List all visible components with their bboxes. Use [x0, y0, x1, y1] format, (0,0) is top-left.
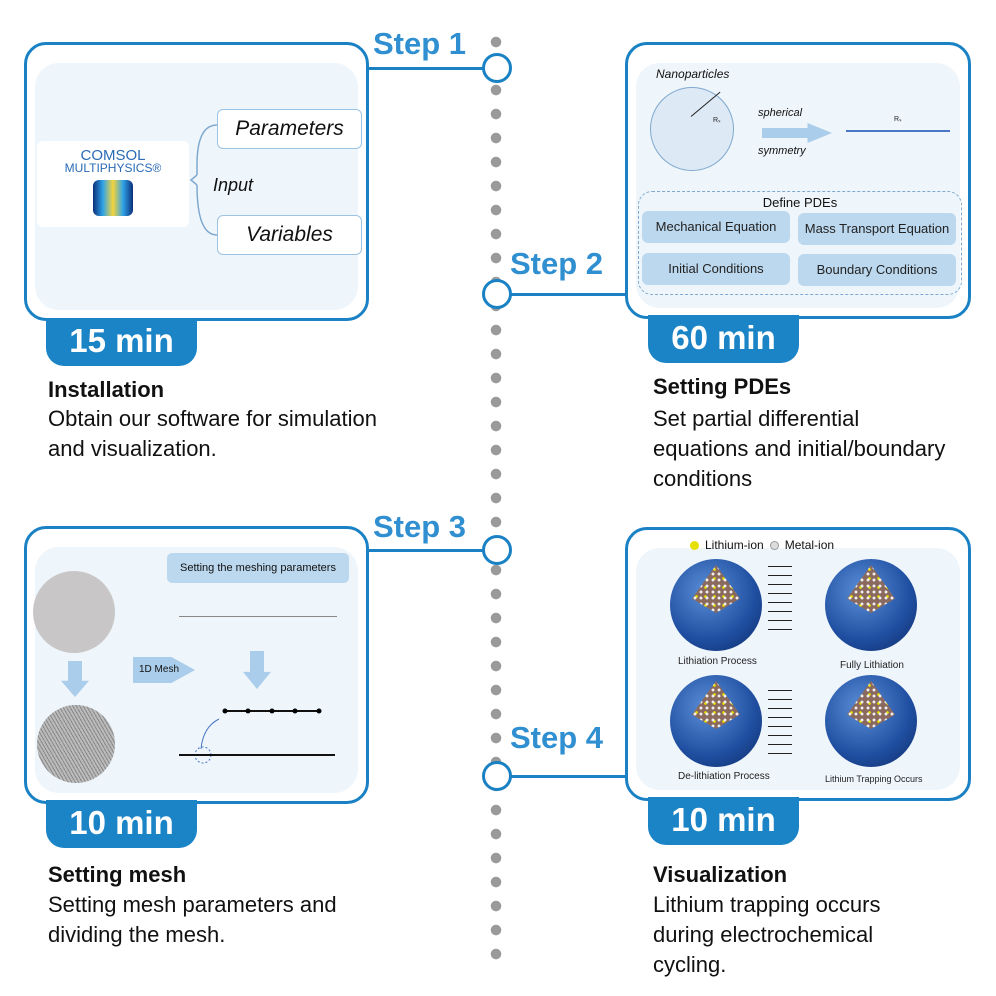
nanoparticle-circle: Rₛ — [650, 87, 734, 171]
step-3-time-badge: 10 min — [46, 800, 197, 848]
mass-transport-equation: Mass Transport Equation — [798, 213, 956, 245]
step-1-time-badge: 15 min — [46, 318, 197, 366]
arrow-right-icon — [762, 123, 832, 143]
step-4-node — [482, 761, 512, 791]
parameters-box: Parameters — [217, 109, 362, 149]
lithium-ion-icon — [690, 540, 699, 550]
boundary-conditions: Boundary Conditions — [798, 254, 956, 286]
ion-flow-in-arrows — [768, 562, 792, 638]
sphere-lithiation — [670, 559, 762, 651]
step-4-label: Step 4 — [510, 720, 604, 755]
step-4-card: Lithium-ion Metal-ion Lithiation Process… — [625, 527, 971, 801]
step-1-node — [482, 53, 512, 83]
caption-fully-lithiation: Fully Lithiation — [840, 660, 904, 671]
define-pdes-label: Define PDEs — [762, 195, 838, 210]
step-4-description: Lithium trapping occurs during electroch… — [653, 892, 881, 977]
1d-domain-line — [846, 130, 950, 132]
step-1-title: Installation — [48, 377, 165, 402]
step-3-connector — [366, 549, 484, 552]
step-2-connector — [510, 293, 626, 296]
step-4-connector — [510, 775, 626, 778]
geometry-circle — [33, 571, 115, 653]
step-2-description: Set partial differential equations and i… — [653, 406, 946, 491]
step-1-connector — [366, 67, 484, 70]
caption-lithiation: Lithiation Process — [678, 656, 757, 667]
step-1-description: Obtain our software for simulation and v… — [48, 406, 377, 461]
initial-conditions: Initial Conditions — [642, 253, 790, 285]
bracket-icon — [189, 124, 218, 236]
step-2-title: Setting PDEs — [653, 374, 792, 399]
define-pdes-group — [638, 191, 962, 295]
variables-box: Variables — [217, 215, 362, 255]
caption-trapping: Lithium Trapping Occurs — [825, 774, 923, 784]
meshing-parameters-header: Setting the meshing parameters — [167, 553, 349, 583]
sphere-fully-lithiated — [825, 559, 917, 651]
nanoparticles-heading: Nanoparticles — [656, 67, 730, 81]
domain-line — [179, 616, 337, 617]
input-label: Input — [213, 175, 254, 195]
step-3-node — [482, 535, 512, 565]
comsol-logo: COMSOL MULTIPHYSICS® — [37, 141, 189, 227]
step-3-title: Setting mesh — [48, 862, 187, 887]
caption-delithiation: De-lithiation Process — [678, 771, 770, 782]
timeline-dotted-line — [490, 30, 502, 960]
sphere-delithiation — [670, 675, 762, 767]
step-3-label: Step 3 — [373, 509, 467, 544]
step-2-time-badge: 60 min — [648, 315, 799, 363]
step-1-card: COMSOL MULTIPHYSICS® Input Parameters Va… — [24, 42, 369, 321]
step-4-title: Visualization — [653, 862, 788, 887]
meshed-circle — [37, 705, 115, 783]
step-2-card: Nanoparticles Rₛ spherical symmetry Rₛ D… — [625, 42, 971, 319]
step-1-label: Step 1 — [373, 26, 467, 61]
metal-ion-icon — [769, 540, 779, 550]
sphere-trapping — [825, 675, 917, 767]
symmetry-label: symmetry — [758, 145, 806, 157]
step-3-card: Setting the meshing parameters 1D Mesh — [24, 526, 369, 804]
step-2-label: Step 2 — [510, 246, 604, 281]
spherical-label: spherical — [758, 107, 803, 119]
ion-legend: Lithium-ion Metal-ion — [690, 538, 834, 552]
step-3-description: Setting mesh parameters and dividing the… — [48, 892, 337, 947]
1d-mesh-diagram — [179, 708, 335, 764]
mechanical-equation: Mechanical Equation — [642, 211, 790, 243]
step-4-time-badge: 10 min — [648, 797, 799, 845]
step-2-node — [482, 279, 512, 309]
comsol-icon — [93, 180, 133, 216]
ion-flow-out-arrows — [768, 686, 792, 762]
